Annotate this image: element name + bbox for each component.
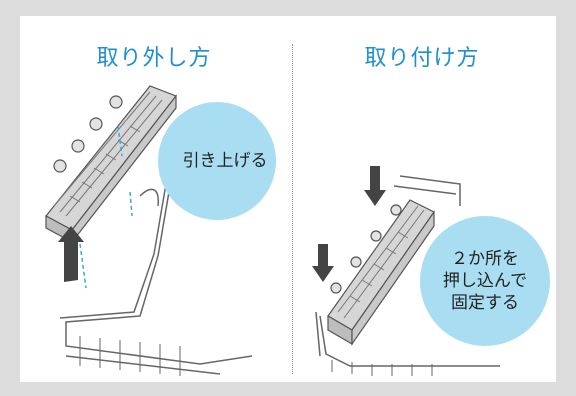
- attachment-callout-line: 固定する: [451, 293, 519, 313]
- basket-lifted: [45, 85, 177, 244]
- removal-callout: 引き上げる: [158, 102, 276, 220]
- basket-attached: [327, 199, 435, 346]
- up-arrow-icon: [58, 226, 84, 282]
- attachment-illustration: [315, 175, 500, 376]
- attachment-title: 取り付け方: [364, 46, 480, 71]
- section-divider: [292, 44, 293, 374]
- arrow-layer: [58, 166, 386, 282]
- removal-callout-text: 引き上げる: [182, 151, 268, 171]
- removal-illustration: [45, 85, 253, 376]
- instruction-panel: 取り外し方 取り付け方 引き上げる ２か所を 押し込んで 固定する: [20, 16, 556, 382]
- down-arrow-icon: [312, 244, 334, 282]
- attachment-callout-line: ２か所を: [451, 249, 519, 269]
- attachment-callout-line: 押し込んで: [442, 271, 528, 291]
- removal-title: 取り外し方: [96, 46, 212, 71]
- attachment-callout: ２か所を 押し込んで 固定する: [420, 216, 550, 346]
- down-arrow-icon: [364, 166, 386, 206]
